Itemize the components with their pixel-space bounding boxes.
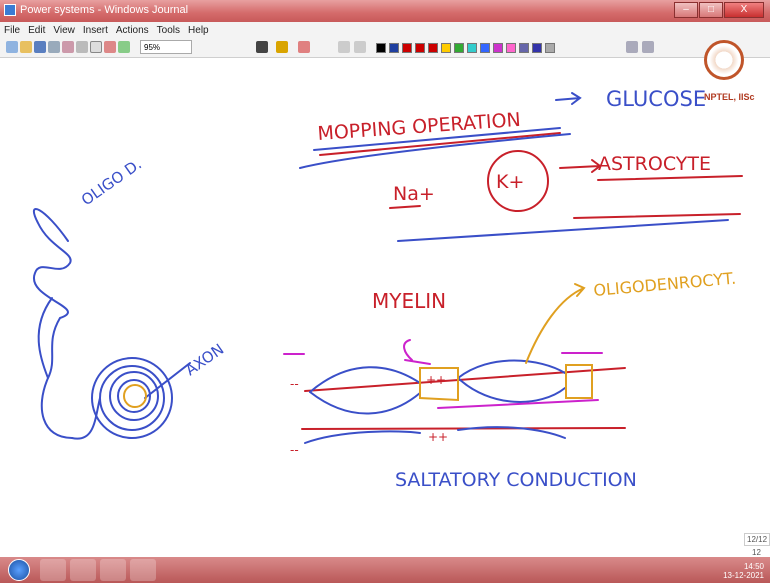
zoom-select[interactable]: 95% (140, 40, 192, 54)
pen-color-swatch[interactable] (428, 43, 438, 53)
saltatory-conduction-label: SALTATORY CONDUCTION (395, 469, 637, 491)
pen-color-swatch[interactable] (480, 43, 490, 53)
zoom-in-icon[interactable] (626, 41, 638, 53)
eraser-icon[interactable] (298, 41, 310, 53)
pen-color-swatch[interactable] (441, 43, 451, 53)
menu-file[interactable]: File (4, 24, 21, 36)
title-bar: Power systems - Windows Journal – □ X (0, 0, 770, 22)
pen-color-swatch[interactable] (519, 43, 529, 53)
close-button[interactable]: X (724, 2, 764, 18)
minus-charge-top: -- (290, 377, 299, 391)
taskbar: 14:50 13-12-2021 (0, 557, 770, 583)
pen-color-swatch[interactable] (467, 43, 477, 53)
system-clock[interactable]: 14:50 13-12-2021 (723, 562, 764, 580)
sodium-label: Na+ (393, 183, 435, 205)
menu-help[interactable]: Help (188, 24, 209, 36)
axon-core (123, 384, 147, 408)
plus-charge-bottom: ++ (428, 430, 448, 444)
undo-icon[interactable] (104, 41, 116, 53)
pen-color-swatch[interactable] (454, 43, 464, 53)
pen-icon[interactable] (62, 41, 74, 53)
menu-bar: File Edit View Insert Actions Tools Help (0, 22, 770, 38)
menu-insert[interactable]: Insert (82, 24, 108, 36)
menu-edit[interactable]: Edit (28, 24, 46, 36)
page-icon[interactable] (90, 41, 102, 53)
pen-tool-icon[interactable] (256, 41, 268, 53)
nptel-logo-icon (704, 40, 744, 80)
myelin-label: MYELIN (372, 289, 446, 313)
start-button[interactable] (8, 559, 30, 581)
zoom-out-icon[interactable] (642, 41, 654, 53)
window-title: Power systems - Windows Journal (20, 4, 189, 16)
pen-color-swatch[interactable] (493, 43, 503, 53)
nptel-logo-label: NPTEL, IISc (704, 92, 755, 102)
pen-color-swatch[interactable] (532, 43, 542, 53)
oligodendrocyte-label: OLIGODENROCYT. (593, 269, 737, 300)
mopping-underlines (299, 92, 743, 242)
bold-icon[interactable] (338, 41, 350, 53)
pen-color-swatch[interactable] (389, 43, 399, 53)
italic-icon[interactable] (354, 41, 366, 53)
oligodendrocyte-sketch (32, 208, 191, 440)
open-icon[interactable] (20, 41, 32, 53)
window-controls: – □ X (674, 2, 764, 18)
minus-charge-bottom: -- (290, 443, 299, 457)
new-page-icon[interactable] (6, 41, 18, 53)
clock-time: 14:50 (743, 562, 764, 571)
pen-color-swatch[interactable] (402, 43, 412, 53)
toolbar: 95% (0, 38, 770, 58)
taskbar-journal-icon[interactable] (70, 559, 96, 581)
oligo-label: OLIGO D. (78, 155, 145, 209)
potassium-label: K+ (496, 171, 524, 193)
menu-tools[interactable]: Tools (156, 24, 181, 36)
taskbar-powerpoint-icon[interactable] (130, 559, 156, 581)
plus-charge-top: ++ (426, 373, 446, 387)
journal-page-canvas[interactable]: OLIGO D. AXON MOPPING OPERATION GLUCOSE … (0, 58, 770, 557)
axon-label: AXON (182, 340, 227, 379)
ink-drawing: OLIGO D. AXON MOPPING OPERATION GLUCOSE … (32, 87, 743, 491)
menu-view[interactable]: View (53, 24, 75, 36)
minimize-button[interactable]: – (674, 2, 698, 18)
save-icon[interactable] (34, 41, 46, 53)
journal-app-icon (4, 4, 16, 16)
glucose-label: GLUCOSE (606, 87, 706, 111)
saltatory-conduction-diagram (283, 283, 626, 444)
search-icon[interactable] (48, 41, 60, 53)
maximize-button[interactable]: □ (699, 2, 723, 18)
taskbar-explorer-icon[interactable] (100, 559, 126, 581)
lasso-icon[interactable] (76, 41, 88, 53)
pen-color-swatch[interactable] (506, 43, 516, 53)
redo-icon[interactable] (118, 41, 130, 53)
page-indicator[interactable]: 12/12 (744, 533, 770, 546)
pen-color-swatch[interactable] (415, 43, 425, 53)
highlighter-icon[interactable] (276, 41, 288, 53)
taskbar-chrome-icon[interactable] (40, 559, 66, 581)
pen-color-swatch[interactable] (376, 43, 386, 53)
clock-date: 13-12-2021 (723, 571, 764, 580)
page-number: 12 (752, 548, 761, 557)
pen-color-swatch[interactable] (545, 43, 555, 53)
astrocyte-label: ASTROCYTE (598, 153, 711, 175)
menu-actions[interactable]: Actions (115, 24, 149, 36)
